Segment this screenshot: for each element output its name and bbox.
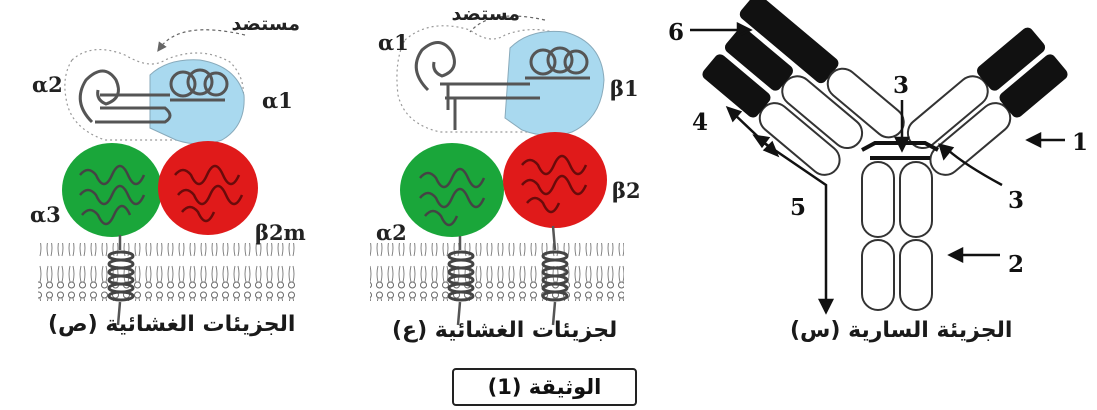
membrane-middle bbox=[370, 243, 624, 301]
transmembrane-coil-left bbox=[107, 250, 135, 302]
transmembrane-coil-middle-a bbox=[447, 250, 475, 302]
antibody-panel: 6 3 4 1 3 5 2 bbox=[668, 0, 1088, 315]
heavy-chain-left-arm bbox=[702, 0, 905, 176]
caption-membrane-molecules-s: الجزيئات الغشائية (ص) bbox=[48, 312, 296, 337]
antigen-label-left: مستضد bbox=[231, 13, 300, 35]
anchor-left bbox=[116, 235, 122, 326]
label-beta1: β1 bbox=[610, 76, 639, 101]
number-3-bottom: 3 bbox=[1008, 187, 1024, 214]
mhc-class-2-panel: مستضد α1 β1 α2 β2 bbox=[370, 3, 641, 326]
caption-membrane-molecules-a: لجزيئات الغشائية (ع) bbox=[392, 318, 618, 343]
number-6: 6 bbox=[668, 19, 684, 46]
antigen-arrow-left bbox=[157, 29, 246, 52]
number-1: 1 bbox=[1072, 129, 1088, 156]
anchor-middle bbox=[456, 225, 557, 326]
alpha3-domain bbox=[62, 143, 162, 237]
alpha2-helix-left bbox=[78, 69, 172, 124]
label-alpha2-middle: α2 bbox=[376, 220, 407, 245]
label-alpha3: α3 bbox=[30, 202, 61, 227]
label-alpha1-middle: α1 bbox=[378, 30, 409, 55]
antibody-arrows bbox=[690, 21, 1065, 315]
beta1-helix bbox=[525, 46, 590, 80]
label-beta2: β2 bbox=[612, 178, 641, 203]
label-alpha1-left: α1 bbox=[262, 88, 293, 113]
document-label: الوثيقة (1) bbox=[452, 368, 637, 406]
number-3-top: 3 bbox=[893, 72, 909, 99]
label-beta2m: β2m bbox=[255, 220, 306, 245]
antigen-label-middle: مستضد bbox=[451, 3, 520, 25]
label-alpha2-left: α2 bbox=[32, 72, 63, 97]
heavy-chain-right-arm bbox=[906, 27, 1068, 176]
beta2-folds bbox=[521, 154, 588, 214]
beta2-domain bbox=[503, 132, 607, 228]
fc-stem bbox=[861, 161, 933, 311]
number-2: 2 bbox=[1008, 251, 1024, 278]
beta2m-folds bbox=[174, 164, 244, 223]
mhc-class-1-panel: مستضد α2 α1 α3 β2m bbox=[30, 13, 306, 326]
alpha1-helix-middle bbox=[414, 41, 540, 130]
membrane-left bbox=[38, 243, 296, 301]
alpha3-folds bbox=[79, 164, 146, 226]
alpha1-domain-left bbox=[149, 59, 245, 145]
alpha2-folds-middle bbox=[419, 167, 486, 227]
transmembrane-coil-middle-b bbox=[541, 250, 569, 302]
antigen-arrow-middle bbox=[469, 15, 546, 33]
caption-circulating-molecule: الجزيئة السارية (س) bbox=[790, 318, 1013, 343]
number-5: 5 bbox=[790, 194, 806, 221]
number-4: 4 bbox=[692, 109, 708, 136]
alpha1-helix-left bbox=[169, 68, 229, 102]
